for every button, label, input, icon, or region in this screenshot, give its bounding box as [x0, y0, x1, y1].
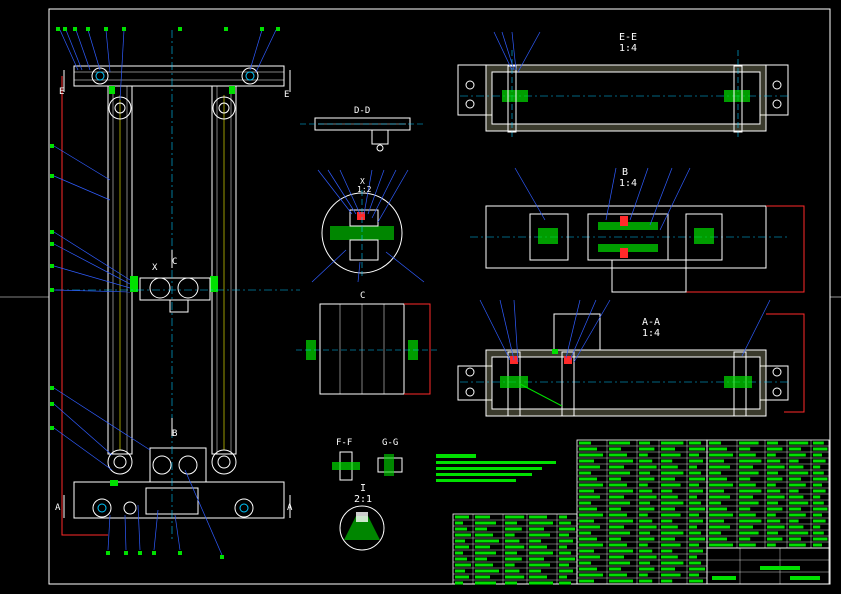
detail-i-title: I: [360, 483, 367, 494]
detail-x-title: X: [360, 177, 365, 186]
view-dd: [300, 117, 425, 152]
top-right-wheel: [241, 67, 259, 85]
section-mark-e-right: E: [284, 90, 290, 100]
left-column: [107, 85, 133, 455]
front-red-outline: [61, 76, 108, 536]
view-aa-scale: 1:4: [642, 328, 661, 339]
upper-right-pulley: [212, 96, 236, 120]
view-dd-title: D-D: [354, 106, 371, 116]
front-leaders: [53, 29, 277, 556]
view-ee-scale: 1:4: [619, 43, 638, 54]
technical-notes: [436, 454, 556, 482]
drawing-border: [48, 8, 831, 585]
section-mark-e-left: E: [59, 87, 65, 97]
base-right-wheel: [234, 498, 254, 518]
right-column: [211, 85, 237, 455]
view-ff-title: F-F: [336, 438, 353, 448]
view-c: [296, 303, 438, 395]
section-mark-a-right: A: [287, 503, 293, 513]
top-left-wheel: [91, 67, 109, 85]
section-mark-c: C: [172, 257, 178, 267]
detail-i-scale: 2:1: [354, 494, 373, 505]
view-aa: [457, 299, 805, 417]
detail-x-scale: 1:2: [357, 185, 372, 194]
section-mark-b: B: [172, 429, 178, 439]
base-left-wheel: [92, 498, 112, 518]
motor-housing: [149, 447, 207, 483]
view-b: [470, 167, 805, 293]
parts-list: [452, 439, 830, 585]
view-ee: [457, 31, 789, 140]
lower-left-pulley: [107, 449, 133, 475]
view-c-title: C: [360, 291, 366, 301]
view-b-scale: 1:4: [619, 178, 638, 189]
view-aa-title: A-A: [642, 317, 661, 328]
lower-right-pulley: [211, 449, 237, 475]
detail-mark-x: X: [152, 263, 158, 273]
detail-x: [311, 169, 425, 283]
front-view: [50, 27, 300, 559]
view-ff-gg-i: [332, 451, 403, 551]
top-beam: [73, 65, 285, 87]
section-mark-a-left: A: [55, 503, 61, 513]
view-gg-title: G-G: [382, 438, 399, 448]
view-b-title: B: [622, 167, 629, 178]
view-ee-title: E-E: [619, 32, 638, 43]
